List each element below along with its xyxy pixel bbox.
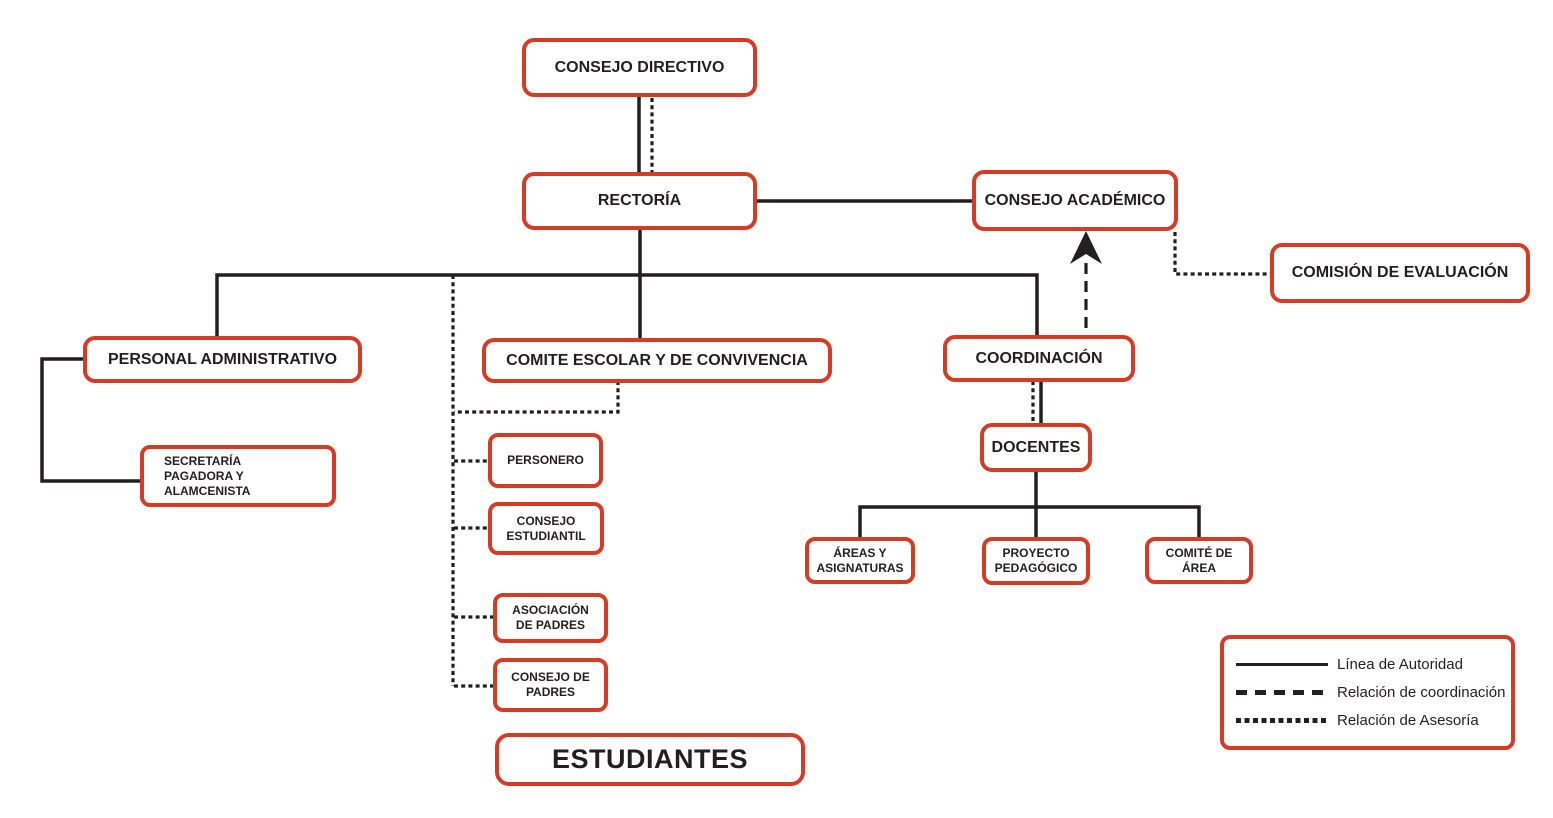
consejo-directivo-label: CONSEJO DIRECTIVO xyxy=(554,58,725,76)
coordinacion-label: COORDINACIÓN xyxy=(975,349,1103,367)
legend-row-authority: Línea de Autoridad xyxy=(1236,656,1499,673)
consejo-estudiantil-label: CONSEJO ESTUDIANTIL xyxy=(506,513,586,543)
proyecto-pedagogico-label: PROYECTO PEDAGÓGICO xyxy=(994,546,1078,575)
node-comite-escolar: COMITE ESCOLAR Y DE CONVIVENCIA xyxy=(482,338,832,383)
node-rectoria: RECTORÍA xyxy=(522,172,757,230)
dotted-line-icon xyxy=(1236,718,1328,723)
node-consejo-directivo: CONSEJO DIRECTIVO xyxy=(522,38,757,97)
personal-administrativo-label: PERSONAL ADMINISTRATIVO xyxy=(107,350,338,368)
consejo-academico-label: CONSEJO ACADÉMICO xyxy=(984,191,1166,209)
comite-escolar-label: COMITE ESCOLAR Y DE CONVIVENCIA xyxy=(506,351,808,369)
line-academico-comision xyxy=(1173,232,1272,276)
line-comite-spine xyxy=(454,381,620,414)
consejo-padres-label: CONSEJO DE PADRES xyxy=(511,670,590,699)
node-consejo-padres: CONSEJO DE PADRES xyxy=(493,658,608,712)
node-personero: PERSONERO xyxy=(488,433,603,488)
legend-authority-label: Línea de Autoridad xyxy=(1337,656,1463,673)
node-comision-evaluacion: COMISIÓN DE EVALUACIÓN xyxy=(1270,243,1530,303)
line-main-horizontal xyxy=(215,273,1039,339)
node-personal-administrativo: PERSONAL ADMINISTRATIVO xyxy=(83,336,362,383)
secretaria-pagadora-label: SECRETARÍA PAGADORA Y ALAMCENISTA xyxy=(164,453,251,498)
node-coordinacion: COORDINACIÓN xyxy=(943,335,1135,382)
comision-evaluacion-label: COMISIÓN DE EVALUACIÓN xyxy=(1291,264,1509,282)
personero-label: PERSONERO xyxy=(507,453,584,467)
arrow-up-icon xyxy=(1070,231,1102,264)
advisory-lines xyxy=(451,98,1272,688)
node-proyecto-pedagogico: PROYECTO PEDAGÓGICO xyxy=(982,537,1090,585)
line-docentes-children xyxy=(858,505,1201,539)
docentes-label: DOCENTES xyxy=(991,438,1081,456)
asociacion-padres-label: ASOCIACIÓN DE PADRES xyxy=(512,603,589,632)
authority-lines xyxy=(40,96,1201,539)
node-comite-area: COMITÉ DE ÁREA xyxy=(1145,537,1253,584)
node-consejo-academico: CONSEJO ACADÉMICO xyxy=(972,170,1178,231)
node-consejo-estudiantil: CONSEJO ESTUDIANTIL xyxy=(488,502,604,555)
node-estudiantes: ESTUDIANTES xyxy=(495,733,805,786)
legend-coordination-label: Relación de coordinación xyxy=(1337,684,1506,701)
legend-row-advisory: Relación de Asesoría xyxy=(1236,712,1499,729)
estudiantes-label: ESTUDIANTES xyxy=(551,744,749,775)
legend-row-coordination: Relación de coordinación xyxy=(1236,684,1505,701)
node-secretaria-pagadora: SECRETARÍA PAGADORA Y ALAMCENISTA xyxy=(140,445,336,507)
node-areas-asignaturas: ÁREAS Y ASIGNATURAS xyxy=(805,537,915,584)
legend-advisory-label: Relación de Asesoría xyxy=(1337,712,1479,729)
solid-line-icon xyxy=(1236,662,1328,667)
dashed-line-icon xyxy=(1236,690,1328,695)
legend: Línea de Autoridad Relación de coordinac… xyxy=(1220,635,1515,750)
node-asociacion-padres: ASOCIACIÓN DE PADRES xyxy=(493,593,608,643)
node-docentes: DOCENTES xyxy=(980,423,1092,472)
areas-asignaturas-label: ÁREAS Y ASIGNATURAS xyxy=(816,545,904,575)
comite-area-label: COMITÉ DE ÁREA xyxy=(1165,545,1233,575)
line-personal-secretaria xyxy=(40,357,142,483)
rectoria-label: RECTORÍA xyxy=(597,192,682,210)
